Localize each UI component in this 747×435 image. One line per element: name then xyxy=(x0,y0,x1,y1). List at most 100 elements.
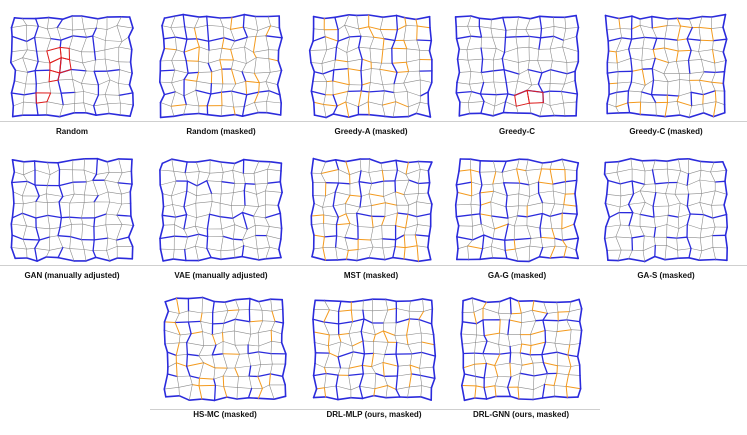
mesh-edge xyxy=(383,376,388,386)
mesh-edge xyxy=(81,202,85,219)
mesh-edge xyxy=(160,102,172,107)
partition-edge xyxy=(186,342,189,355)
mesh-edge xyxy=(265,204,279,206)
mesh-edge xyxy=(699,228,702,239)
mesh-edge xyxy=(420,332,434,335)
boundary-edge xyxy=(312,27,315,43)
partition-edge xyxy=(470,90,482,95)
partition-edge xyxy=(60,35,74,41)
mesh-edge xyxy=(220,181,222,195)
mesh-edge xyxy=(382,83,395,85)
boundary-edge xyxy=(556,301,572,304)
mesh-edge xyxy=(698,27,701,41)
mesh-edge xyxy=(358,46,371,49)
mesh-edge xyxy=(606,28,621,31)
mesh-edge xyxy=(498,332,500,345)
partition-edge xyxy=(509,297,512,315)
mesh-edge xyxy=(372,224,382,228)
mesh-edge xyxy=(243,102,255,107)
partition-edge xyxy=(541,351,558,356)
boundary-edge xyxy=(722,161,728,172)
mesh-edge xyxy=(549,35,554,50)
mesh-edge xyxy=(233,249,236,258)
partition-edge xyxy=(480,58,484,74)
partition-edge xyxy=(56,18,64,29)
mesh-edge xyxy=(493,160,497,172)
mesh-edge xyxy=(699,80,704,95)
mesh-edge xyxy=(529,102,532,114)
boundary-edge xyxy=(604,160,620,164)
highlight-edge xyxy=(381,101,397,106)
partition-edge xyxy=(206,93,212,107)
boundary-edge xyxy=(161,24,165,40)
mesh-edge xyxy=(253,215,256,226)
partition-edge xyxy=(651,169,656,185)
mesh-edge xyxy=(615,236,633,239)
highlight-edge xyxy=(222,375,225,387)
highlight-edge xyxy=(415,18,418,27)
partition-edge xyxy=(243,94,248,108)
partition-edge xyxy=(481,234,485,250)
mesh-edge xyxy=(347,58,363,63)
invalid-edge xyxy=(57,72,61,81)
mesh-edge xyxy=(256,57,270,60)
partition-edge xyxy=(33,25,39,38)
highlight-edge xyxy=(373,36,385,40)
highlight-edge xyxy=(529,345,532,356)
mesh-edge xyxy=(211,193,213,202)
boundary-edge xyxy=(563,256,579,260)
mesh-edge xyxy=(529,238,532,247)
highlight-edge xyxy=(348,364,363,369)
mesh-edge xyxy=(69,248,75,262)
boundary-edge xyxy=(80,15,99,20)
mesh-edge xyxy=(254,101,267,103)
partition-edge xyxy=(396,365,399,377)
partition-edge xyxy=(507,319,511,336)
mesh-edge xyxy=(96,171,110,175)
mesh-edge xyxy=(420,332,422,343)
mesh-edge xyxy=(483,376,499,379)
mesh-edge xyxy=(268,58,271,73)
mesh-edge xyxy=(655,192,666,195)
partition-edge xyxy=(479,184,483,194)
mesh-edge xyxy=(680,170,689,175)
mesh-edge xyxy=(233,190,245,194)
boundary-edge xyxy=(541,395,556,399)
mesh-edge xyxy=(253,168,268,174)
partition-edge xyxy=(690,91,693,107)
mesh-edge xyxy=(81,70,87,84)
mesh-edge xyxy=(107,102,121,105)
highlight-edge xyxy=(253,72,260,84)
highlight-edge xyxy=(193,27,198,40)
mesh-edge xyxy=(347,84,350,92)
mesh-edge xyxy=(219,47,223,61)
partition-edge xyxy=(183,213,188,230)
mesh-edge xyxy=(172,204,185,208)
partition-edge xyxy=(92,35,96,53)
mesh-edge xyxy=(509,362,523,366)
mesh-edge xyxy=(615,236,622,251)
mesh-edge xyxy=(234,344,240,355)
mesh-edge xyxy=(385,385,388,398)
boundary-edge xyxy=(242,158,260,163)
partition-edge xyxy=(34,60,39,72)
mesh-edge xyxy=(69,193,75,204)
mesh-edge xyxy=(688,59,702,61)
partition-edge xyxy=(70,68,87,72)
mesh-edge xyxy=(667,79,681,83)
mesh-edge xyxy=(194,217,197,227)
partition-edge xyxy=(234,318,251,323)
mesh-edge xyxy=(313,203,323,208)
boundary-edge xyxy=(9,61,17,72)
boundary-edge xyxy=(128,72,133,86)
mesh-edge xyxy=(322,73,328,82)
mesh-edge xyxy=(543,102,551,106)
mesh-edge xyxy=(526,202,543,207)
highlight-edge xyxy=(374,385,388,390)
mesh-edge xyxy=(619,28,623,39)
mesh-edge xyxy=(393,92,396,102)
mesh-edge xyxy=(196,193,212,197)
mesh-edge xyxy=(652,168,668,171)
mesh-edge xyxy=(641,160,646,172)
mesh-edge xyxy=(270,298,273,312)
